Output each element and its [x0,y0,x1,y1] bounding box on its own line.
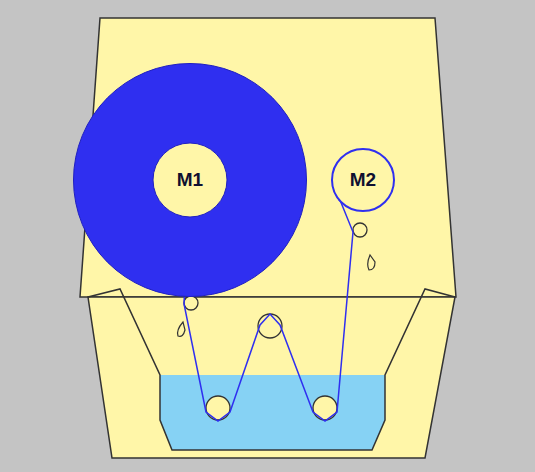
liquid-bath [160,375,385,450]
reel-core [153,143,227,217]
guide-roller [353,223,367,237]
lower-housing [88,297,455,458]
reel-label: M2 [350,169,376,191]
tension-blade [368,255,375,270]
reel-roll [74,64,307,297]
supply-reel: M1 [73,63,307,297]
guide-roller [184,296,198,310]
bath-roller [313,396,337,420]
takeup-reel: M2 [331,148,395,212]
bath-roller [206,396,230,420]
reel-core [332,149,394,211]
bath-tray [88,289,455,450]
reel-label: M1 [177,169,203,191]
top-roller [258,314,282,338]
tension-blade [178,322,185,336]
